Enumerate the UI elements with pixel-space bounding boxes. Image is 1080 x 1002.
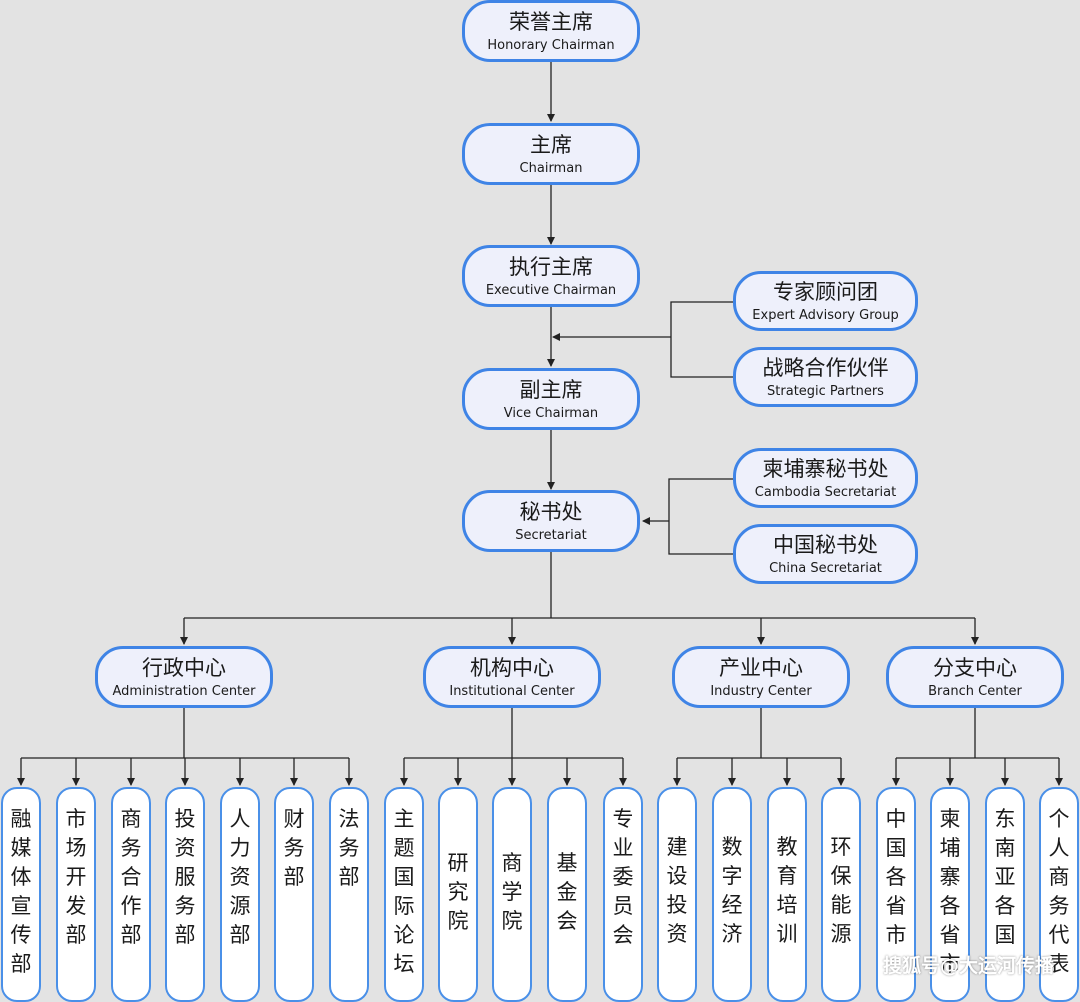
dept-label: 环保能源: [830, 835, 852, 946]
dept-box: 环保能源: [821, 787, 861, 1002]
dept-box: 教育培训: [767, 787, 807, 1002]
secretariat-node: 秘书处 Secretariat: [462, 490, 640, 552]
node-title-en: Cambodia Secretariat: [754, 484, 897, 500]
dept-label: 教育培训: [776, 835, 798, 946]
dept-label: 主题国际论坛: [393, 807, 415, 976]
dept-box: 人力资源部: [220, 787, 260, 1002]
dept-box: 融媒体宣传部: [1, 787, 41, 1002]
institutional-center-node: 机构中心 Institutional Center: [423, 646, 601, 708]
cambodia-secretariat-node: 柬埔寨秘书处 Cambodia Secretariat: [733, 448, 918, 508]
node-title-zh: 战略合作伙伴: [762, 355, 889, 380]
node-title-en: Branch Center: [928, 683, 1022, 699]
dept-label: 商务合作部: [120, 807, 142, 947]
chairman-node: 主席 Chairman: [462, 123, 640, 185]
node-title-zh: 产业中心: [719, 655, 803, 680]
node-title-zh: 执行主席: [509, 254, 593, 279]
dept-label: 专业委员会: [612, 807, 634, 947]
dept-box: 基金会: [547, 787, 587, 1002]
dept-label: 人力资源部: [229, 807, 251, 947]
node-title-zh: 专家顾问团: [773, 279, 878, 304]
node-title-zh: 机构中心: [470, 655, 554, 680]
node-title-zh: 荣誉主席: [509, 9, 593, 34]
dept-label: 市场开发部: [65, 807, 87, 947]
dept-label: 法务部: [338, 807, 360, 889]
dept-label: 东南亚各国: [994, 807, 1016, 947]
dept-label: 财务部: [283, 807, 305, 889]
node-title-zh: 主席: [530, 132, 572, 157]
node-title-zh: 分支中心: [933, 655, 1017, 680]
watermark: 搜狐号@大运河传播: [882, 955, 1054, 977]
dept-box: 商务合作部: [111, 787, 151, 1002]
dept-label: 投资服务部: [174, 807, 196, 947]
expert-advisory-group-node: 专家顾问团 Expert Advisory Group: [733, 271, 918, 331]
dept-box: 法务部: [329, 787, 369, 1002]
administration-center-node: 行政中心 Administration Center: [95, 646, 273, 708]
dept-label: 数字经济: [721, 835, 743, 946]
node-title-en: Chairman: [519, 160, 583, 176]
dept-box: 主题国际论坛: [384, 787, 424, 1002]
dept-box: 研究院: [438, 787, 478, 1002]
industry-center-node: 产业中心 Industry Center: [672, 646, 850, 708]
node-title-en: Honorary Chairman: [487, 37, 615, 53]
dept-box: 专业委员会: [603, 787, 643, 1002]
node-title-en: China Secretariat: [769, 560, 882, 576]
node-title-en: Strategic Partners: [767, 383, 884, 399]
dept-box: 个人商务代表: [1039, 787, 1079, 1002]
node-title-zh: 副主席: [519, 377, 583, 402]
node-title-en: Secretariat: [515, 527, 587, 543]
dept-label: 商学院: [501, 851, 523, 933]
dept-box: 建设投资: [657, 787, 697, 1002]
china-secretariat-node: 中国秘书处 China Secretariat: [733, 524, 918, 584]
node-title-zh: 柬埔寨秘书处: [762, 456, 889, 481]
node-title-en: Institutional Center: [449, 683, 575, 699]
dept-label: 建设投资: [666, 835, 688, 946]
dept-box: 中国各省市: [876, 787, 916, 1002]
strategic-partners-node: 战略合作伙伴 Strategic Partners: [733, 347, 918, 407]
node-title-en: Vice Chairman: [503, 405, 599, 421]
dept-box: 财务部: [274, 787, 314, 1002]
dept-label: 个人商务代表: [1048, 807, 1070, 976]
dept-label: 中国各省市: [885, 807, 907, 947]
dept-box: 市场开发部: [56, 787, 96, 1002]
dept-box: 商学院: [492, 787, 532, 1002]
node-title-en: Executive Chairman: [485, 282, 617, 298]
dept-label: 融媒体宣传部: [10, 807, 32, 976]
honorary-chairman-node: 荣誉主席 Honorary Chairman: [462, 0, 640, 62]
node-title-en: Administration Center: [112, 683, 256, 699]
branch-center-node: 分支中心 Branch Center: [886, 646, 1064, 708]
dept-box: 数字经济: [712, 787, 752, 1002]
dept-box: 投资服务部: [165, 787, 205, 1002]
dept-label: 基金会: [556, 851, 578, 933]
dept-label: 研究院: [447, 851, 469, 933]
node-title-zh: 秘书处: [519, 499, 583, 524]
node-title-zh: 行政中心: [142, 655, 226, 680]
vice-chairman-node: 副主席 Vice Chairman: [462, 368, 640, 430]
node-title-en: Expert Advisory Group: [752, 307, 899, 323]
dept-label: 柬埔寨各省市: [939, 807, 961, 976]
node-title-en: Industry Center: [710, 683, 812, 699]
dept-box: 柬埔寨各省市: [930, 787, 970, 1002]
executive-chairman-node: 执行主席 Executive Chairman: [462, 245, 640, 307]
node-title-zh: 中国秘书处: [773, 532, 878, 557]
dept-box: 东南亚各国: [985, 787, 1025, 1002]
